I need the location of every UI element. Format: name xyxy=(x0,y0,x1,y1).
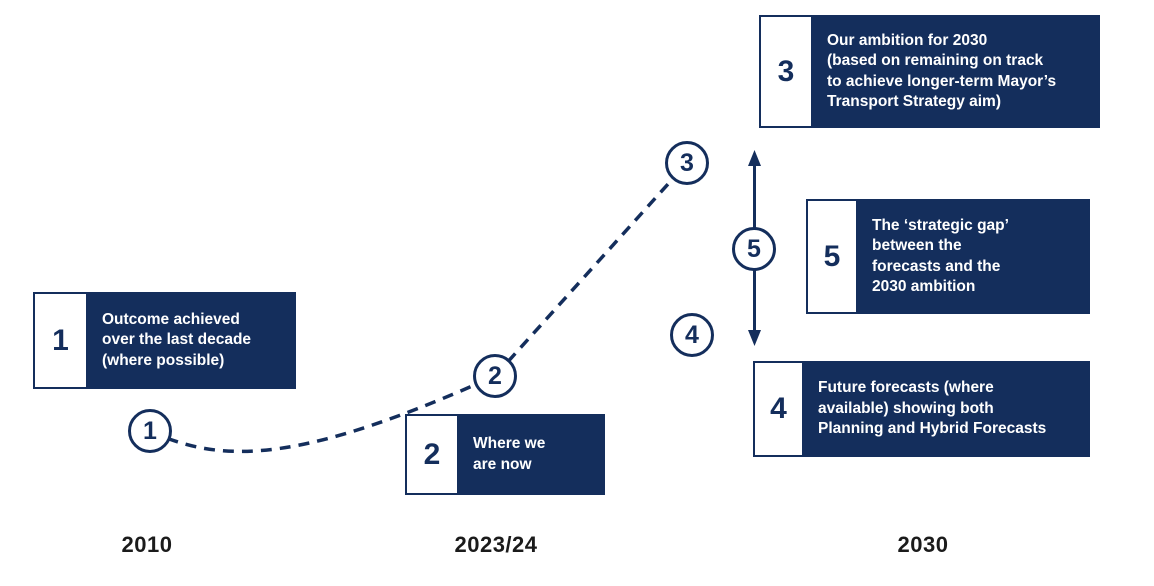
callout-strategic-gap: 5 The ‘strategic gap’ between the foreca… xyxy=(806,199,1090,314)
callout-text: Outcome achieved over the last decade (w… xyxy=(88,292,296,389)
step-circle-3: 3 xyxy=(665,141,709,185)
callout-number: 3 xyxy=(759,15,813,128)
callout-text: Our ambition for 2030 (based on remainin… xyxy=(813,15,1100,128)
callout-text: The ‘strategic gap’ between the forecast… xyxy=(858,199,1090,314)
callout-number: 5 xyxy=(806,199,858,314)
callout-outcome-achieved: 1 Outcome achieved over the last decade … xyxy=(33,292,296,389)
step-circle-4: 4 xyxy=(670,313,714,357)
axis-label-2010: 2010 xyxy=(121,532,173,557)
callout-where-we-are-now: 2 Where we are now xyxy=(405,414,605,495)
trend-dashed-line xyxy=(149,161,689,454)
step-circle-2: 2 xyxy=(473,354,517,398)
step-circle-5: 5 xyxy=(732,227,776,271)
axis-label-2030: 2030 xyxy=(897,532,949,557)
axis-label-2023-24: 2023/24 xyxy=(454,532,538,557)
callout-number: 2 xyxy=(405,414,459,495)
step-circle-1: 1 xyxy=(128,409,172,453)
gap-arrow-head-down xyxy=(748,330,761,346)
callout-number: 4 xyxy=(753,361,804,457)
callout-number: 1 xyxy=(33,292,88,389)
gap-arrow-head-up xyxy=(748,150,761,166)
callout-future-forecasts: 4 Future forecasts (where available) sho… xyxy=(753,361,1090,457)
callout-ambition-2030: 3 Our ambition for 2030 (based on remain… xyxy=(759,15,1100,128)
callout-text: Future forecasts (where available) showi… xyxy=(804,361,1090,457)
callout-text: Where we are now xyxy=(459,414,605,495)
